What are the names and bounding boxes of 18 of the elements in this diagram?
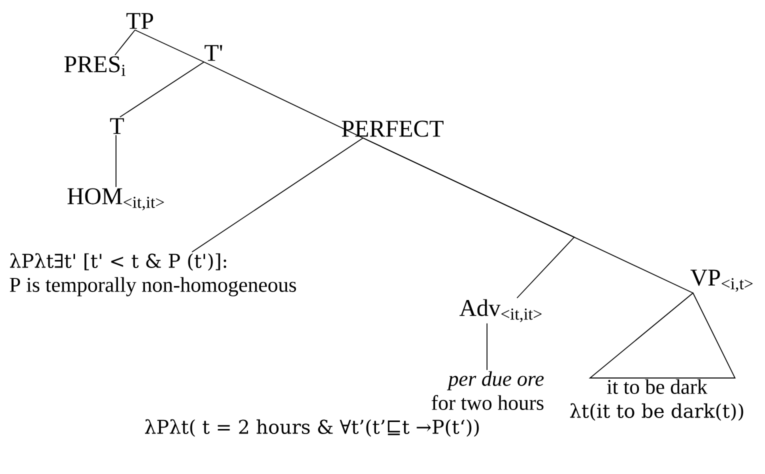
tree-label: T' xyxy=(204,45,222,61)
tree-label: PRES$_{i}$ xyxy=(64,56,126,76)
branch-line xyxy=(192,138,364,252)
branch-line xyxy=(486,322,488,370)
tree-label: PERFECT xyxy=(342,120,444,137)
tree-label: T xyxy=(110,118,124,134)
tree-label: HOM$_{<it,it>}$ xyxy=(68,188,164,210)
branch-line xyxy=(120,62,204,118)
terminal-text: it to be dark λt(it to be dark(t)) xyxy=(570,379,744,421)
branch-line xyxy=(362,138,694,294)
tree-label: Adv$_{<it,it>}$ xyxy=(459,299,542,322)
branch-line xyxy=(134,30,204,62)
tree-label: VP$_{<i,t>}$ xyxy=(690,270,753,292)
branch-line xyxy=(114,30,136,56)
formula-text: λPλt∃t' [t' < t & P (t')]: P is temporally non-homogeneous xyxy=(10,253,296,296)
terminal-text: per due ore for two hours λPλt( t = 2 hours & ∀t’(t’⊑t →P(t‘)) xyxy=(144,371,544,437)
branch-line xyxy=(204,62,364,138)
tree-label: TP xyxy=(126,13,154,29)
